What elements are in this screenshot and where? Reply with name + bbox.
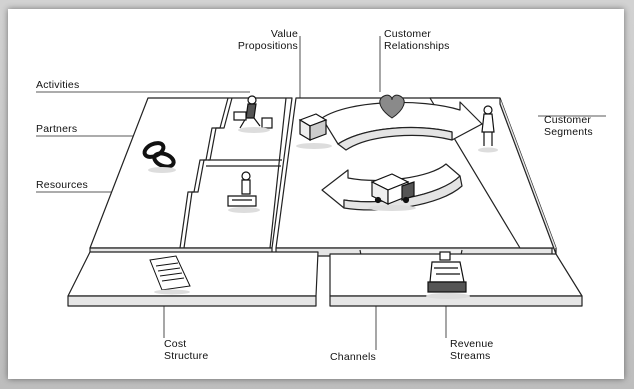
customer-relationships-label: Customer Relationships — [384, 28, 450, 52]
resources-worker-icon — [227, 171, 260, 213]
cost-structure-label: Cost Structure — [164, 338, 209, 362]
cost-structure-board — [67, 251, 319, 307]
worker-icon — [233, 95, 273, 133]
heart-icon — [379, 94, 405, 119]
delivery-truck-icon — [368, 173, 416, 211]
resources-label: Resources — [36, 179, 88, 191]
receipt-icon — [149, 255, 191, 295]
value-propositions-label: Value Propositions — [237, 28, 298, 52]
cash-register-icon — [426, 251, 470, 299]
partners-label: Partners — [36, 123, 78, 135]
customer-segments-label: Customer Segments — [544, 114, 593, 138]
activities-label: Activities — [36, 79, 80, 91]
gift-box-icon — [296, 113, 332, 149]
channels-label: Channels — [330, 351, 376, 363]
chain-link-icon — [142, 141, 176, 169]
revenue-streams-label: Revenue Streams — [450, 338, 494, 362]
customer-person-icon — [478, 105, 498, 153]
